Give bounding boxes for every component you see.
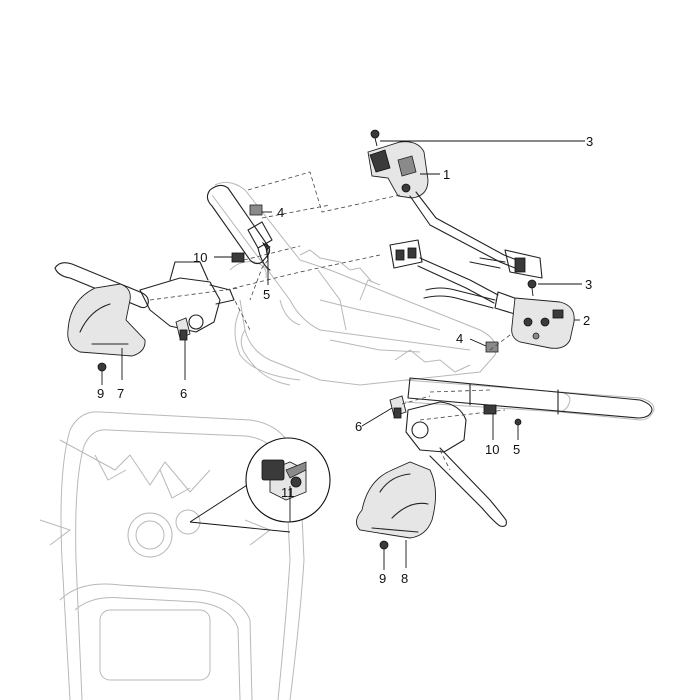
right-brake-switch: [389, 395, 407, 419]
callout-9-left: 9: [97, 386, 104, 401]
callout-4-upper: 4: [277, 205, 284, 220]
screw-upper-right: [370, 129, 380, 147]
right-handlebar-grip: [407, 377, 653, 419]
connector-left: [231, 252, 245, 263]
right-switch-assembly: [367, 141, 543, 279]
right-brake-lever-assembly: [405, 401, 507, 527]
clip-upper: [249, 204, 263, 216]
callout-9-right: 9: [379, 571, 386, 586]
screw-mid-right: [527, 279, 537, 297]
leader-lines: [101, 140, 585, 570]
left-brake-lever-assembly: [54, 261, 235, 333]
left-brake-switch: [175, 317, 191, 341]
callout-labels: 3 1 4 10 5 3 2 4 9 7 6 6 10 5 11 9 8: [97, 134, 593, 586]
left-lever-cover: [67, 283, 146, 357]
callout-10-left: 10: [193, 250, 207, 265]
callout-8: 8: [401, 571, 408, 586]
callout-6-right: 6: [355, 419, 362, 434]
screw-cover-left: [97, 362, 107, 378]
callout-4-lower: 4: [456, 331, 463, 346]
callout-11: 11: [281, 485, 295, 500]
callout-10-right: 10: [485, 442, 499, 457]
left-switch-assembly: [389, 239, 575, 349]
callout-7: 7: [117, 386, 124, 401]
callout-2: 2: [583, 313, 590, 328]
dashed-assembly-lines: [149, 171, 511, 471]
callout-6-left: 6: [180, 386, 187, 401]
detail-callout-socket: [189, 437, 331, 533]
left-handlebar-grip: [206, 184, 273, 271]
callout-3-upper: 3: [586, 134, 593, 149]
callout-5-right: 5: [513, 442, 520, 457]
right-lever-cover: [356, 461, 436, 539]
clip-lower: [485, 341, 499, 353]
screw-right-small: [514, 418, 522, 426]
callout-1: 1: [443, 167, 450, 182]
scooter-body-outline: [39, 411, 305, 700]
callout-5-left: 5: [263, 287, 270, 302]
callout-3-right: 3: [585, 277, 592, 292]
screw-cover-right: [379, 540, 389, 556]
connector-right: [483, 404, 497, 415]
